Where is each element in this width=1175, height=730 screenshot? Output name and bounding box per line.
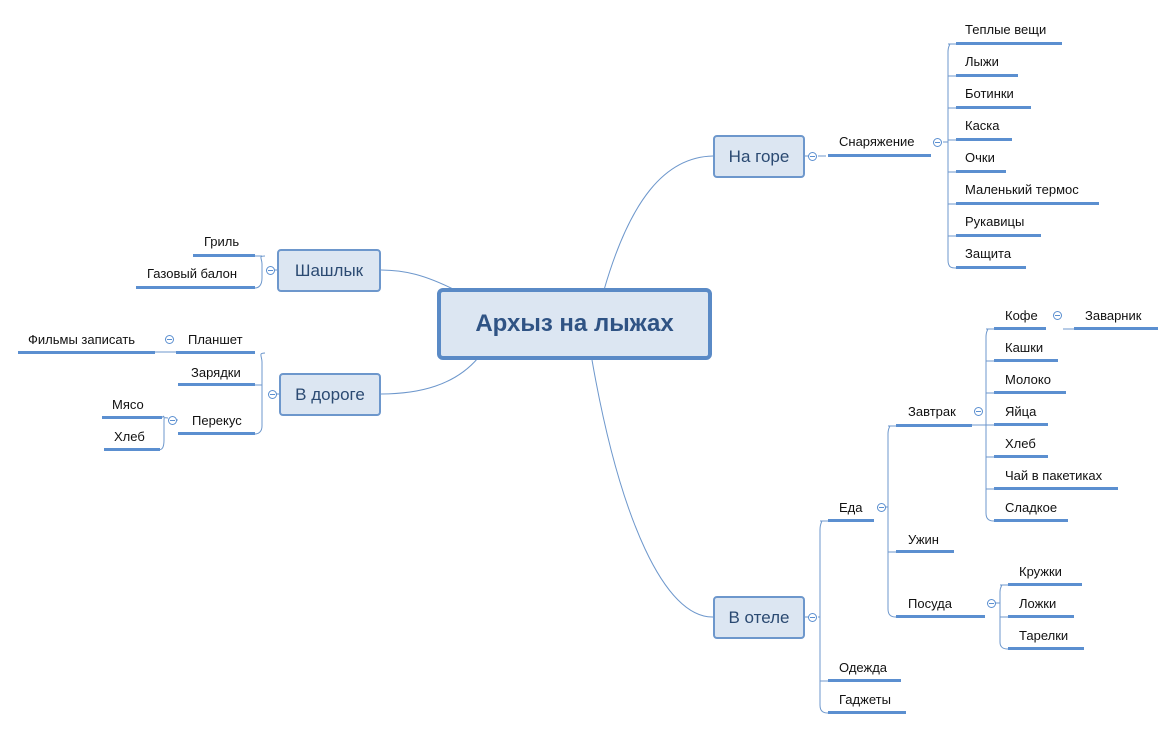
node-tablet-child[interactable]: Фильмы записать xyxy=(28,332,136,347)
node-underline xyxy=(896,615,985,618)
collapse-road-icon[interactable] xyxy=(268,390,277,399)
node-breakfast-item[interactable]: Сладкое xyxy=(1005,500,1058,515)
collapse-equipment-icon[interactable] xyxy=(933,138,942,147)
node-underline xyxy=(102,416,162,419)
node-underline xyxy=(18,351,155,354)
node-underline xyxy=(136,286,255,289)
node-underline xyxy=(896,424,972,427)
node-dishes-item[interactable]: Тарелки xyxy=(1019,628,1069,643)
node-underline xyxy=(1008,615,1074,618)
node-underline xyxy=(176,351,255,354)
node-mountain-item[interactable]: Ботинки xyxy=(965,86,1014,101)
node-mountain-item[interactable]: Лыжи xyxy=(965,54,999,69)
node-underline xyxy=(104,448,160,451)
node-snack-item[interactable]: Хлеб xyxy=(114,429,145,444)
topic-shashlyk[interactable]: Шашлык xyxy=(277,249,381,292)
node-underline xyxy=(994,423,1048,426)
node-breakfast[interactable]: Завтрак xyxy=(908,404,956,419)
topic-mountain-label: На горе xyxy=(728,146,790,166)
node-gadgets[interactable]: Гаджеты xyxy=(839,692,891,707)
node-underline xyxy=(956,74,1018,77)
connector-central-road xyxy=(379,357,479,395)
node-dinner[interactable]: Ужин xyxy=(908,532,939,547)
collapse-mountain-icon[interactable] xyxy=(808,152,817,161)
node-underline xyxy=(956,106,1031,109)
collapse-shashlyk-icon[interactable] xyxy=(266,266,275,275)
node-coffee-child[interactable]: Заварник xyxy=(1085,308,1142,323)
node-underline xyxy=(994,359,1058,362)
node-snack[interactable]: Перекус xyxy=(192,413,242,428)
node-underline xyxy=(994,391,1066,394)
collapse-snack-icon[interactable] xyxy=(168,416,177,425)
node-underline xyxy=(1008,647,1084,650)
central-topic[interactable]: Архыз на лыжах xyxy=(437,288,712,360)
node-mountain-item[interactable]: Каска xyxy=(965,118,1000,133)
topic-mountain[interactable]: На горе xyxy=(713,135,805,178)
node-underline xyxy=(178,383,255,386)
node-underline xyxy=(956,138,1012,141)
node-shashlyk-item[interactable]: Газовый балон xyxy=(147,266,238,281)
node-underline xyxy=(828,679,901,682)
node-underline xyxy=(828,519,874,522)
central-topic-label: Архыз на лыжах xyxy=(475,310,674,337)
node-breakfast-item[interactable]: Чай в пакетиках xyxy=(1005,468,1103,483)
node-food[interactable]: Еда xyxy=(839,500,863,515)
topic-hotel[interactable]: В отеле xyxy=(713,596,805,639)
collapse-breakfast-icon[interactable] xyxy=(974,407,983,416)
collapse-tablet-icon[interactable] xyxy=(165,335,174,344)
node-breakfast-item[interactable]: Кашки xyxy=(1005,340,1044,355)
node-breakfast-item[interactable]: Хлеб xyxy=(1005,436,1036,451)
node-dishes-item[interactable]: Ложки xyxy=(1019,596,1057,611)
node-underline xyxy=(994,519,1068,522)
node-underline xyxy=(956,42,1062,45)
collapse-coffee-icon[interactable] xyxy=(1053,311,1062,320)
collapse-hotel-icon[interactable] xyxy=(808,613,817,622)
node-underline xyxy=(994,327,1046,330)
node-underline xyxy=(956,234,1041,237)
node-underline xyxy=(1074,327,1158,330)
node-mountain-item[interactable]: Маленький термос xyxy=(965,182,1079,197)
node-underline xyxy=(994,455,1048,458)
node-dishes[interactable]: Посуда xyxy=(908,596,952,611)
node-underline xyxy=(956,202,1099,205)
node-dishes-item[interactable]: Кружки xyxy=(1019,564,1062,579)
node-underline xyxy=(828,711,906,714)
collapse-dishes-icon[interactable] xyxy=(987,599,996,608)
node-mountain-item[interactable]: Очки xyxy=(965,150,995,165)
topic-road-label: В дороге xyxy=(295,384,365,404)
node-equipment-underline xyxy=(828,154,931,157)
node-equipment[interactable]: Снаряжение xyxy=(839,134,915,149)
node-breakfast-item[interactable]: Кофе xyxy=(1005,308,1038,323)
connector-central-shashlyk xyxy=(379,269,456,291)
collapse-food-icon[interactable] xyxy=(877,503,886,512)
node-mountain-item[interactable]: Защита xyxy=(965,246,1012,261)
node-underline xyxy=(193,254,255,257)
connector-central-mountain xyxy=(603,155,714,291)
node-underline xyxy=(896,550,954,553)
topic-hotel-label: В отеле xyxy=(728,607,790,627)
node-mountain-item[interactable]: Рукавицы xyxy=(965,214,1025,229)
node-tablet[interactable]: Планшет xyxy=(188,332,243,347)
topic-shashlyk-label: Шашлык xyxy=(294,260,364,280)
node-underline xyxy=(1008,583,1082,586)
node-snack-item[interactable]: Мясо xyxy=(112,397,144,412)
node-breakfast-item[interactable]: Яйца xyxy=(1005,404,1037,419)
connector-central-hotel xyxy=(591,359,714,618)
node-underline xyxy=(994,487,1118,490)
node-underline xyxy=(956,266,1026,269)
node-underline xyxy=(956,170,1006,173)
node-mountain-item[interactable]: Теплые вещи xyxy=(965,22,1047,37)
node-chargers[interactable]: Зарядки xyxy=(191,365,241,380)
topic-road[interactable]: В дороге xyxy=(279,373,381,416)
node-breakfast-item[interactable]: Молоко xyxy=(1005,372,1051,387)
node-shashlyk-item[interactable]: Гриль xyxy=(204,234,240,249)
node-underline xyxy=(178,432,255,435)
node-clothes[interactable]: Одежда xyxy=(839,660,888,675)
